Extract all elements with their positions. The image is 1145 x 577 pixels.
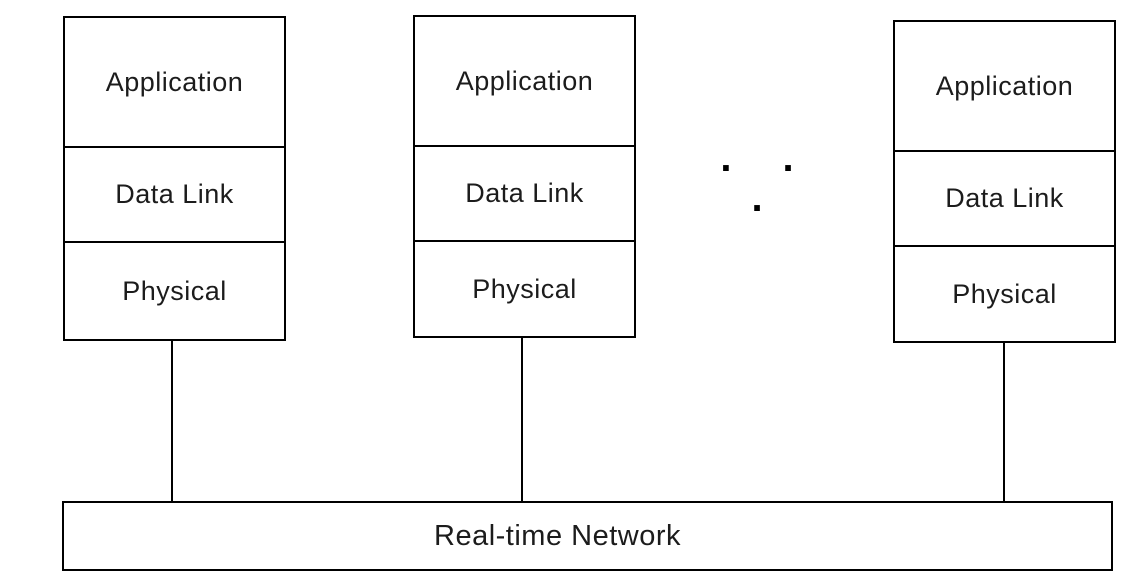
more-nodes-ellipsis: . . . bbox=[720, 136, 814, 220]
layer-application: Application bbox=[455, 65, 594, 96]
layer-physical: Physical bbox=[65, 241, 284, 339]
layer-physical: Physical bbox=[415, 240, 634, 336]
layer-data-link: Data Link bbox=[65, 146, 284, 241]
connector-line-3 bbox=[1003, 343, 1005, 501]
network-label: Real-time Network bbox=[434, 519, 681, 552]
layer-data-link: Data Link bbox=[415, 145, 634, 240]
layer-data-link: Data Link bbox=[895, 150, 1114, 245]
layer-application: Application bbox=[935, 70, 1074, 101]
protocol-stack-3: Application Data Link Physical bbox=[893, 20, 1116, 343]
layer-physical: Physical bbox=[895, 245, 1114, 341]
protocol-stack-1: Application Data Link Physical bbox=[63, 16, 286, 341]
layer-application: Application bbox=[105, 66, 244, 97]
protocol-stack-2: Application Data Link Physical bbox=[413, 15, 636, 338]
network-bar: Real-time Network bbox=[62, 501, 1113, 571]
connector-line-2 bbox=[521, 338, 523, 501]
connector-line-1 bbox=[171, 341, 173, 501]
